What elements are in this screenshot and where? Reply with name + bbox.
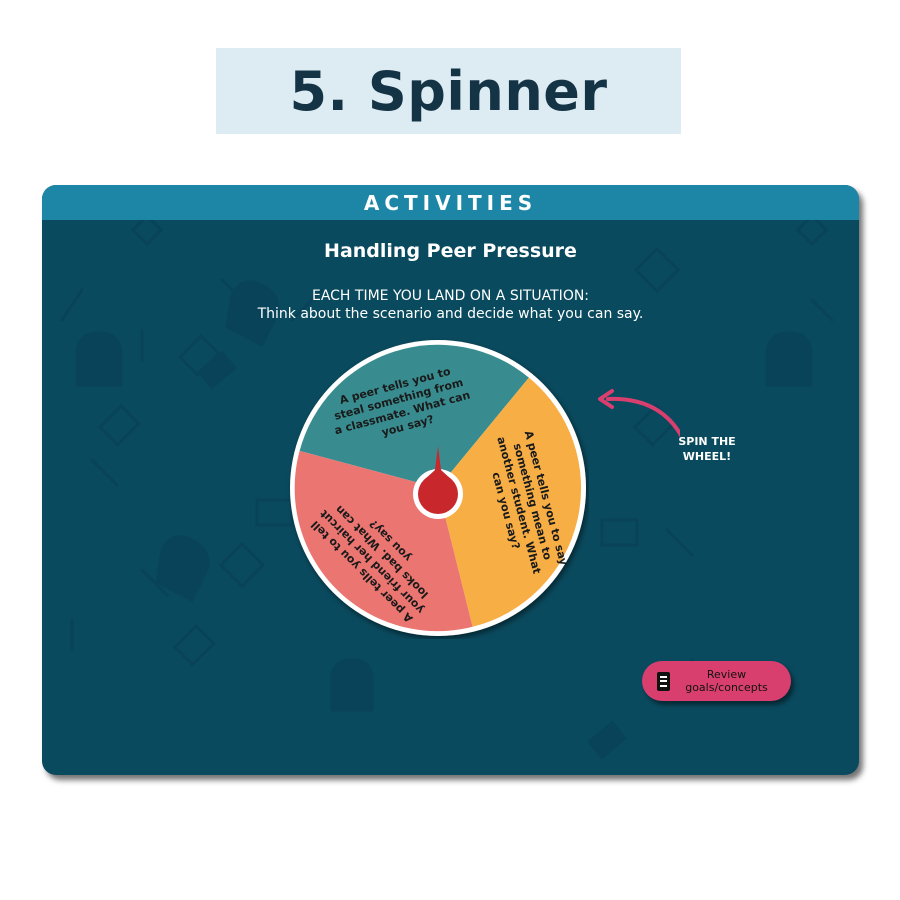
spinner-pointer[interactable] xyxy=(413,446,463,519)
review-label-line2: goals/concepts xyxy=(685,681,768,694)
review-goals-button[interactable]: Review goals/concepts xyxy=(642,661,791,701)
activity-subtitle: Handling Peer Pressure xyxy=(324,240,577,262)
page-title: 5. Spinner xyxy=(289,59,608,123)
wheel-segment-mean xyxy=(438,377,582,627)
activity-card: ACTIVITIES xyxy=(42,185,859,775)
review-label-line1: Review xyxy=(706,668,747,681)
spin-hint-line1: SPIN THE xyxy=(678,435,736,448)
spin-hint: SPIN THE WHEEL! xyxy=(662,434,752,464)
curved-arrow-icon xyxy=(598,389,680,438)
background-pattern xyxy=(60,220,834,760)
document-icon xyxy=(657,671,670,691)
instruction-heading: EACH TIME YOU LAND ON A SITUATION: xyxy=(311,288,590,304)
review-button-label: Review goals/concepts xyxy=(670,668,791,694)
header-label: ACTIVITIES xyxy=(363,190,538,215)
instruction-text: Think about the scenario and decide what… xyxy=(257,306,644,322)
title-banner: 5. Spinner xyxy=(216,48,681,134)
spinner-wheel[interactable]: A peer tells you to steal something from… xyxy=(287,337,589,639)
spin-hint-line2: WHEEL! xyxy=(682,450,732,463)
wheel-segment-steal xyxy=(299,344,529,488)
card-header: ACTIVITIES xyxy=(42,185,859,220)
